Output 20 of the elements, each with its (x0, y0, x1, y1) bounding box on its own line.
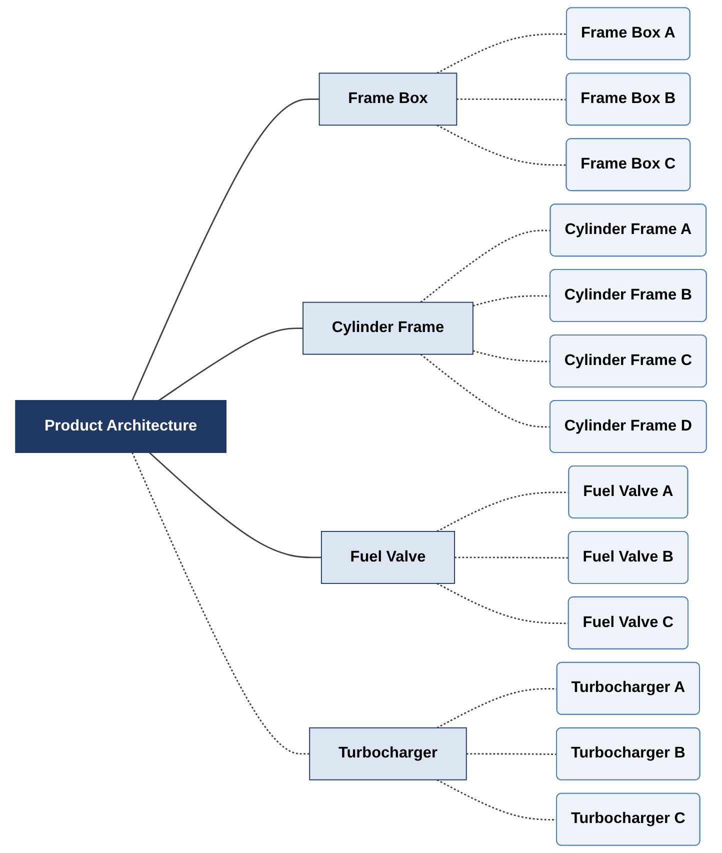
connector (466, 753, 558, 756)
connector (436, 33, 567, 74)
connector (456, 98, 567, 100)
connector (472, 295, 550, 306)
connector (158, 328, 304, 402)
connector (132, 98, 320, 401)
connector (436, 124, 567, 166)
node-box: Fuel Valve (320, 530, 456, 584)
node-box: Cylinder Frame (302, 302, 474, 355)
connector (148, 452, 322, 558)
connector (420, 230, 551, 303)
connector (454, 556, 569, 559)
connector (472, 350, 550, 362)
connector (420, 354, 550, 428)
node-box: Turbocharger (309, 727, 467, 780)
connector (436, 582, 569, 624)
connector (436, 688, 558, 728)
connector (132, 452, 310, 755)
node-box: Frame Box (318, 72, 458, 126)
node-box: Product Architecture (15, 400, 226, 453)
